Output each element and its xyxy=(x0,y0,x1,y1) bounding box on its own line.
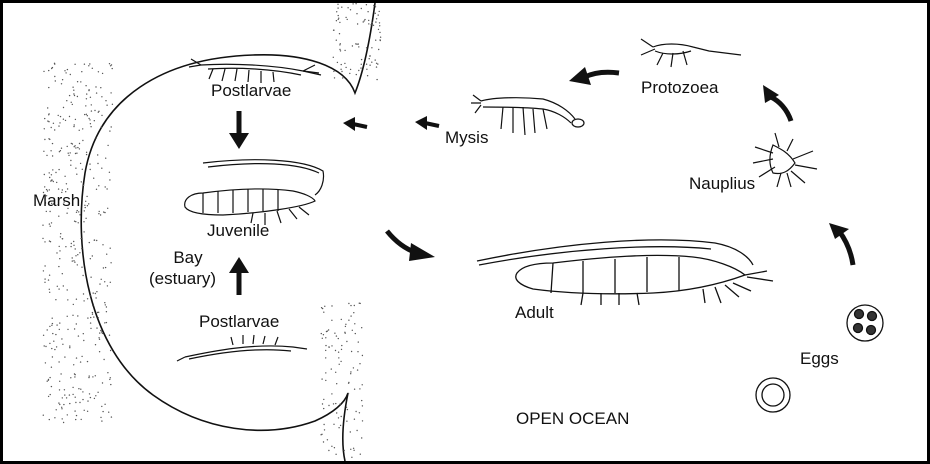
label-bay: Bay xyxy=(163,248,213,268)
arrow-protozoea-to-mysis xyxy=(569,67,619,85)
juvenile-shrimp xyxy=(185,160,324,225)
arrow-up-to-juvenile xyxy=(229,257,249,295)
label-adult: Adult xyxy=(515,303,554,323)
label-marsh: Marsh xyxy=(33,191,80,211)
postlarvae-top-shrimp xyxy=(189,59,321,83)
arrow-nauplius-to-protozoea xyxy=(763,85,791,121)
arrow-juvenile-to-adult xyxy=(387,231,435,261)
diagram-canvas xyxy=(3,3,927,461)
adult-shrimp xyxy=(477,240,773,305)
arrow-mysis-to-bay xyxy=(343,116,439,131)
label-juvenile: Juvenile xyxy=(207,221,269,241)
arrow-down-to-juvenile xyxy=(229,111,249,149)
arrow-eggs-to-nauplius xyxy=(829,223,853,265)
protozoea-larva xyxy=(641,39,741,67)
label-estuary: (estuary) xyxy=(149,269,216,289)
label-postlarvae-bottom: Postlarvae xyxy=(199,312,279,332)
label-protozoea: Protozoea xyxy=(641,78,719,98)
label-nauplius: Nauplius xyxy=(689,174,755,194)
label-eggs: Eggs xyxy=(800,349,839,369)
nauplius-larva xyxy=(753,133,817,187)
label-mysis: Mysis xyxy=(445,128,488,148)
label-postlarvae-top: Postlarvae xyxy=(211,81,291,101)
postlarvae-bottom-shrimp xyxy=(177,335,307,361)
label-open-ocean: OPEN OCEAN xyxy=(516,409,629,429)
